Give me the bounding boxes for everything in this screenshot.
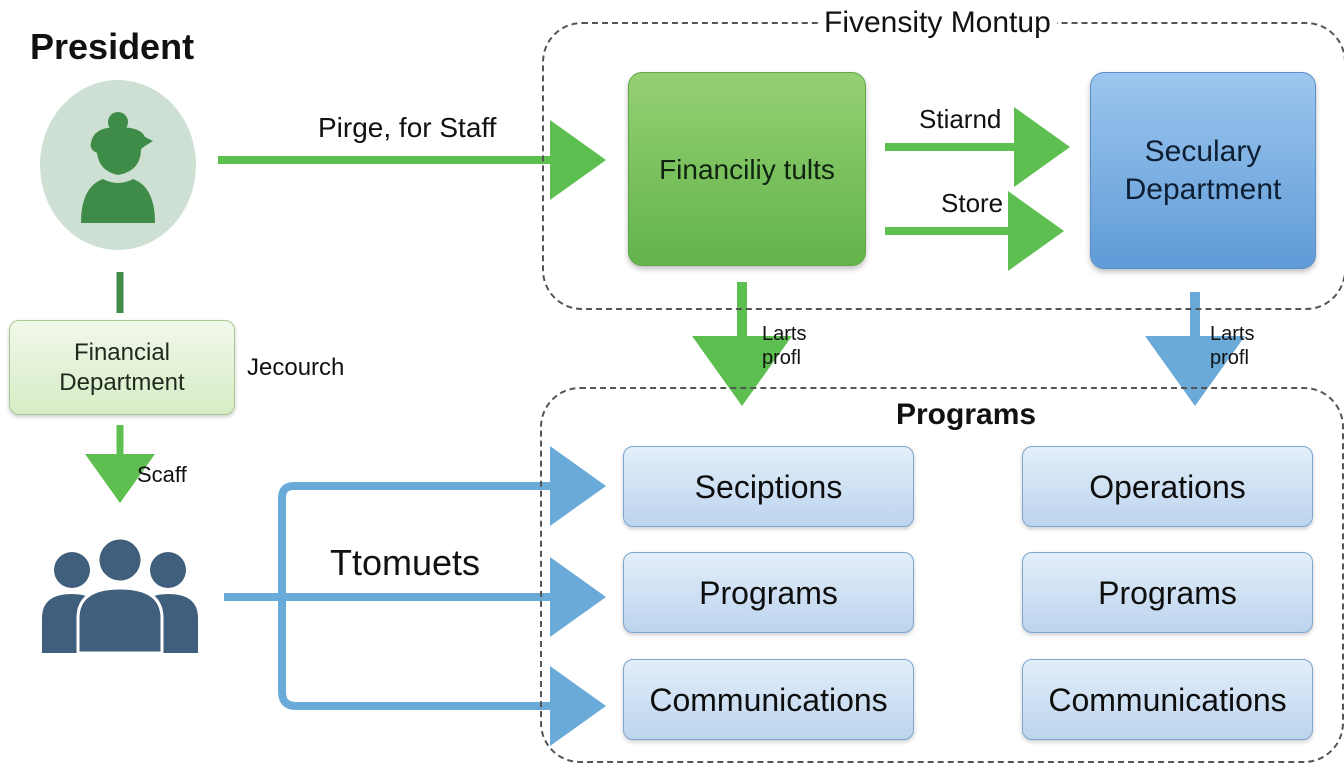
secretary-department-label: Seculary Department [1124, 135, 1282, 206]
program-box-operations[interactable]: Operations [1022, 446, 1313, 527]
page-title: President [30, 26, 195, 67]
programs-group-title: Programs [896, 398, 1037, 431]
program-label: Seciptions [694, 468, 843, 505]
person-icon [81, 112, 155, 223]
program-box-seciptions[interactable]: Seciptions [623, 446, 914, 527]
president-avatar [40, 80, 196, 250]
people-group-icon [42, 536, 198, 655]
president-arrow-label: Pirge, for Staff [318, 112, 497, 143]
right-drop-label: Larts profl [1210, 323, 1255, 369]
secretary-department-box[interactable]: Seculary Department [1090, 72, 1316, 269]
stiarnd-label: Stiarnd [919, 104, 1002, 134]
program-box-communications-right[interactable]: Communications [1022, 659, 1313, 740]
program-box-programs-right[interactable]: Programs [1022, 552, 1313, 633]
financial-results-label: Financiliy tults [659, 153, 835, 185]
program-box-programs-left[interactable]: Programs [623, 552, 914, 633]
scaff-label: Scaff [137, 462, 187, 487]
program-label: Communications [649, 681, 888, 718]
staff-arrow-label: Ttomuets [330, 542, 481, 583]
program-label: Operations [1089, 468, 1246, 505]
top-group-label: Fivensity Montup [818, 6, 1057, 40]
program-label: Programs [1098, 574, 1237, 611]
program-box-communications-left[interactable]: Communications [623, 659, 914, 740]
financial-department-box[interactable]: Financial Department [9, 320, 235, 415]
left-drop-label: Larts profl [762, 323, 807, 369]
program-label: Communications [1048, 681, 1287, 718]
financial-department-label: Financial Department [59, 338, 185, 396]
jecourch-label: Jecourch [247, 354, 345, 381]
store-label: Store [941, 188, 1004, 218]
programs-group-container [540, 387, 1344, 763]
financial-results-box[interactable]: Financiliy tults [628, 72, 866, 266]
program-label: Programs [699, 574, 838, 611]
